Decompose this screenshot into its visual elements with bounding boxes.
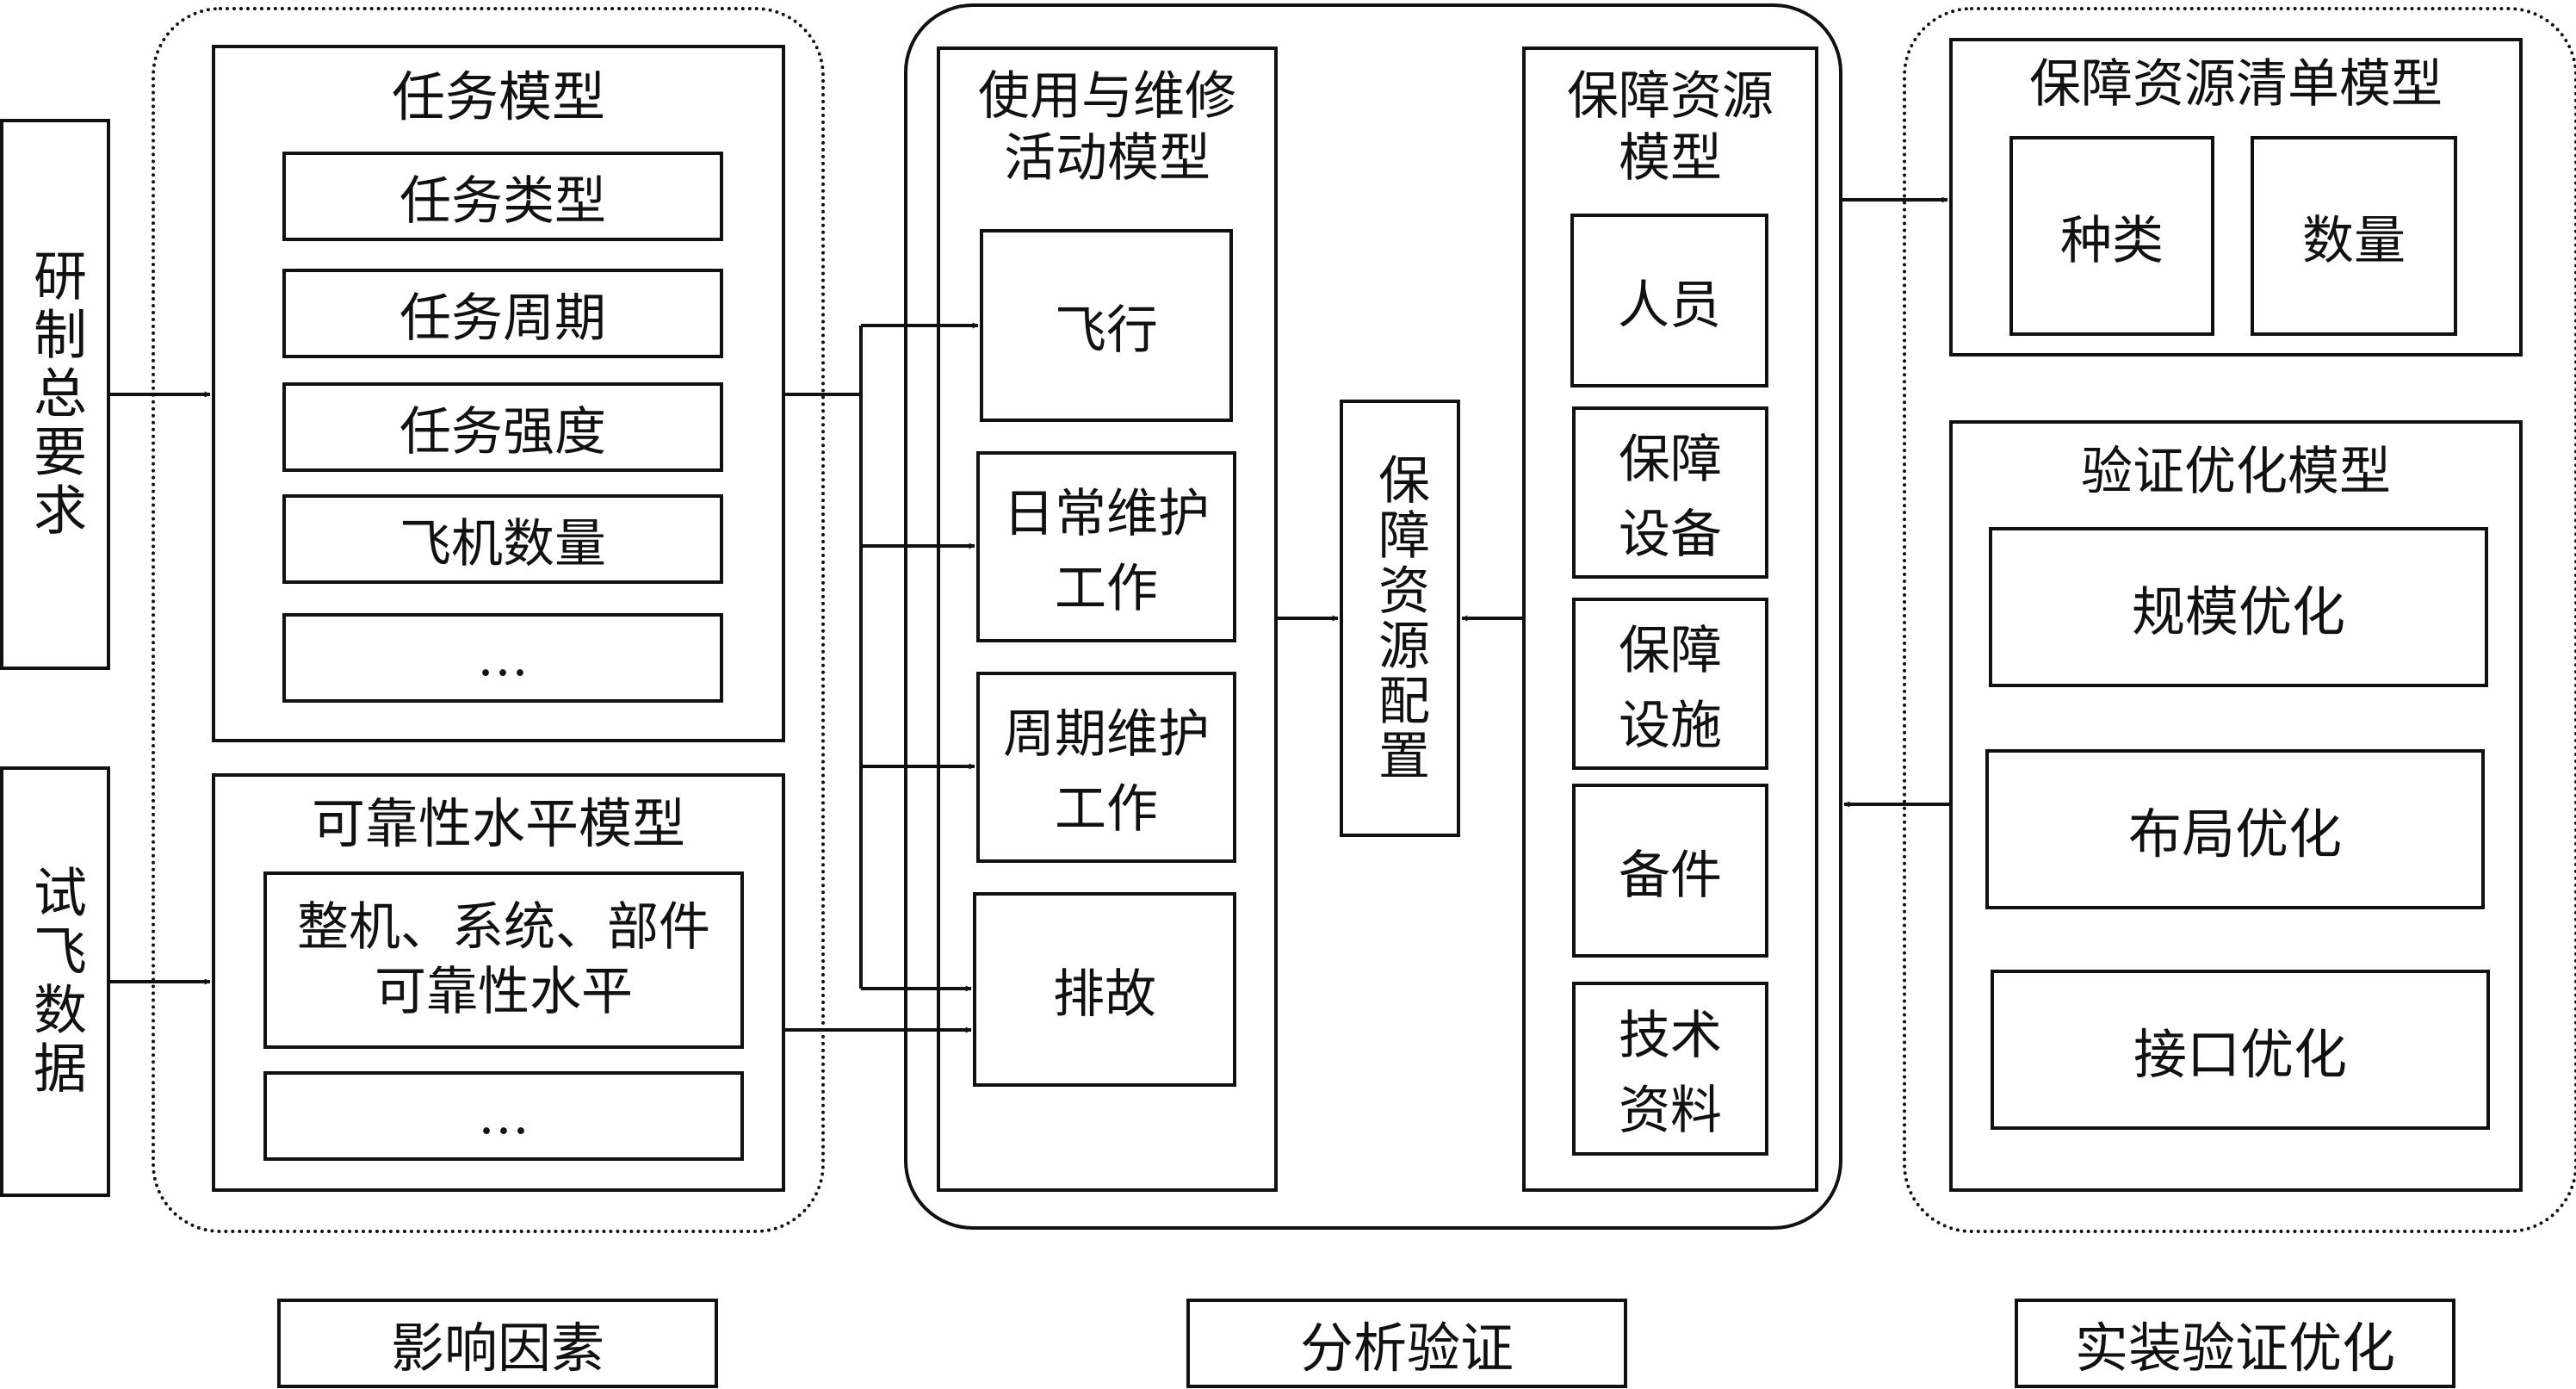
mission-item-label: 任务强度 [399,401,606,462]
reliability-item-label: 整机、系统、部件 可靠性水平 [297,897,710,1022]
optimization-item-label: 规模优化 [2131,580,2345,643]
optimization-item: 规模优化 [1989,527,2488,687]
resource-item: 技术 资料 [1572,982,1768,1156]
list-item-label: 种类 [2060,210,2164,271]
influence-group-outline [152,7,825,1233]
footer-field-verification: 实装验证优化 [2015,1299,2455,1388]
usage-model-title: 使用与维修 活动模型 [978,66,1236,189]
mission-item: … [282,613,723,703]
reliability-item-label: … [478,1086,529,1146]
analysis-group-outline [904,3,1842,1230]
reliability-model-title: 可靠性水平模型 [311,792,685,855]
resource-item-label: 保障 设备 [1619,430,1722,565]
resource-item-label: 技术 资料 [1619,1006,1722,1141]
optimization-item-label: 接口优化 [2133,1023,2347,1086]
usage-item-label: 日常维护 工作 [1003,484,1210,619]
reliability-item: … [263,1071,744,1161]
connector-mission-trunk [785,393,863,989]
resource-item-label: 保障 设施 [1619,621,1722,756]
footer-influence-label: 影响因素 [390,1317,604,1380]
footer-analysis-label: 分析验证 [1299,1317,1514,1380]
footer-influence-factors: 影响因素 [277,1299,718,1388]
usage-item-label: 周期维护 工作 [1003,704,1210,840]
resource-config-label: 保障资源配置 [1369,453,1430,784]
resource-item: 保障 设备 [1572,406,1768,579]
mission-model-title: 任务模型 [391,65,605,128]
mission-item: 任务强度 [282,382,723,472]
resource-item-label: 人员 [1618,275,1721,336]
resource-item: 人员 [1570,214,1768,388]
mission-item-label: 任务周期 [399,288,606,349]
usage-item-label: 飞行 [1055,300,1158,361]
resource-item: 保障 设施 [1572,598,1768,770]
usage-item: 周期维护 工作 [976,672,1236,863]
usage-item: 飞行 [980,229,1233,422]
mission-item-label: … [477,628,529,688]
mission-item-label: 任务类型 [399,171,606,232]
mission-item: 任务类型 [282,152,723,241]
mission-item-label: 飞机数量 [399,513,606,574]
resource-item: 备件 [1572,784,1768,958]
list-item: 数量 [2251,136,2457,336]
dev-requirements-box: 研制总要求 [0,119,110,670]
list-item: 种类 [2009,136,2214,336]
flight-test-data-label: 试飞数据 [24,865,87,1099]
usage-item: 日常维护 工作 [976,451,1236,642]
usage-item: 排故 [973,892,1236,1087]
reliability-item: 整机、系统、部件 可靠性水平 [263,871,744,1049]
resource-config-box: 保障资源配置 [1340,400,1460,837]
verification-group-outline [1903,7,2576,1233]
resource-model-title: 保障资源 模型 [1567,66,1774,189]
mission-item: 飞机数量 [282,494,723,584]
footer-analysis-verification: 分析验证 [1186,1299,1627,1388]
resource-item-label: 备件 [1619,845,1722,906]
optimization-model-title: 验证优化模型 [2081,442,2391,502]
optimization-item: 布局优化 [1985,749,2485,909]
list-item-label: 数量 [2302,210,2406,271]
optimization-item: 接口优化 [1991,970,2490,1130]
dev-requirements-label: 研制总要求 [24,248,87,541]
usage-item-label: 排故 [1053,964,1156,1025]
optimization-item-label: 布局优化 [2127,803,2342,865]
footer-field-label: 实装验证优化 [2074,1317,2395,1380]
resource-list-model-title: 保障资源清单模型 [2029,54,2443,115]
mission-item: 任务周期 [282,269,723,358]
flight-test-data-box: 试飞数据 [0,766,110,1197]
